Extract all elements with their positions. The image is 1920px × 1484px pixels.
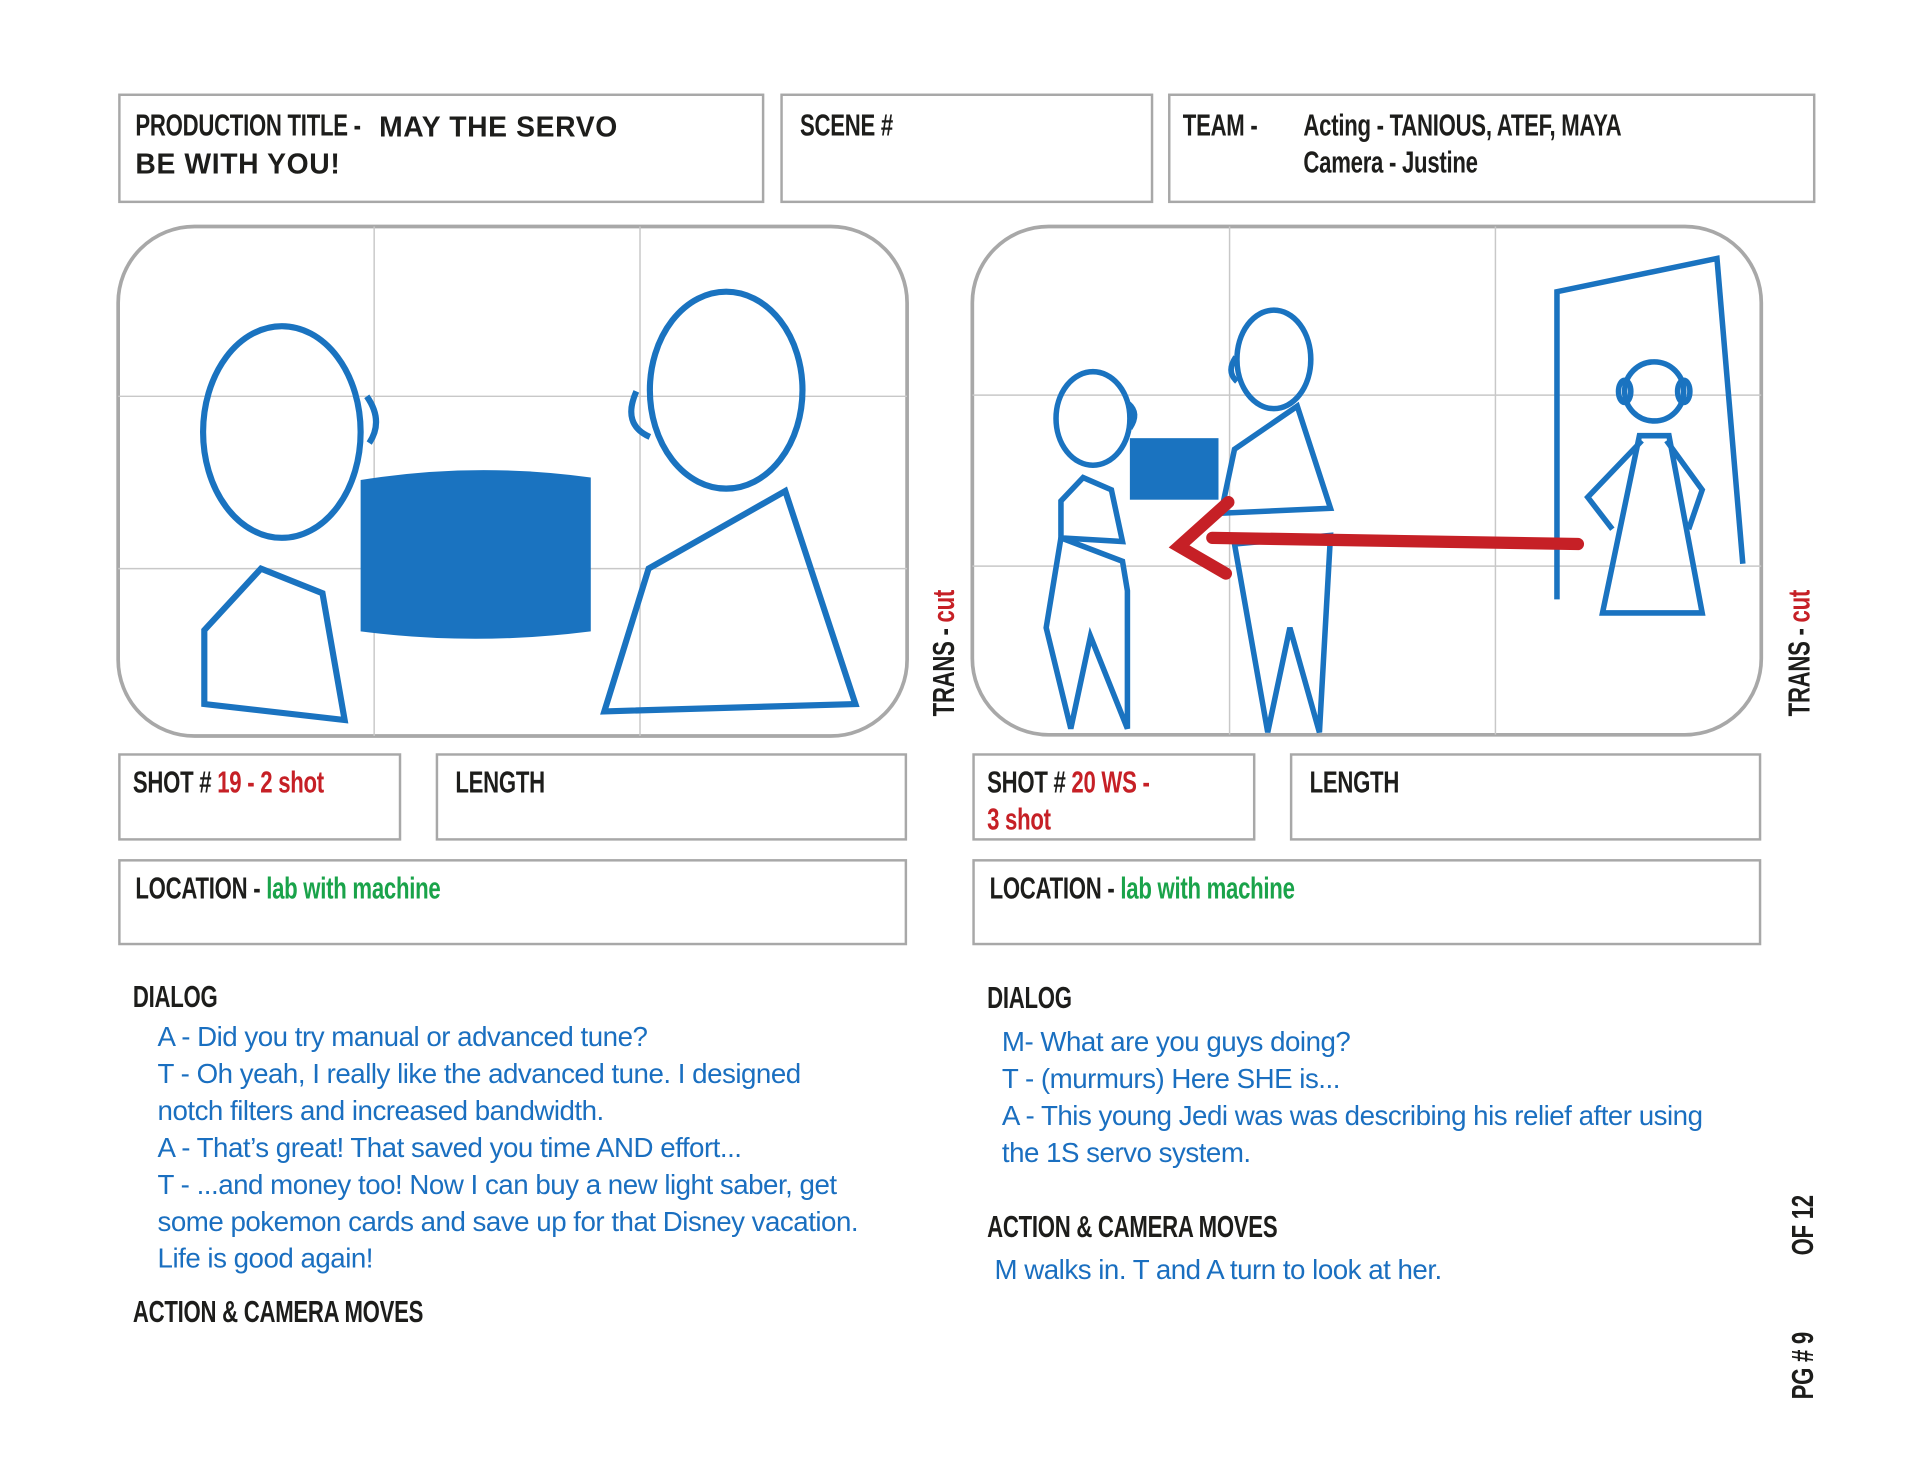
shot-box-1: SHOT # 19 - 2 shot <box>118 753 402 841</box>
figure-m-arm-right <box>1664 439 1706 531</box>
panel-2-frame <box>970 224 1764 737</box>
team-acting: Acting - TANIOUS, ATEF, MAYA <box>1303 108 1622 143</box>
figure-left-body <box>201 564 349 724</box>
page-total: OF 12 <box>1785 1195 1821 1256</box>
dialog-2: M- What are you guys doing? T - (murmurs… <box>1002 1024 1703 1172</box>
transition-label-1: TRANS - cut <box>926 590 962 717</box>
location-box-1: LOCATION - lab with machine <box>118 859 908 946</box>
action-heading-2: ACTION & CAMERA MOVES <box>987 1209 1278 1245</box>
figure-a-torso <box>1058 474 1126 545</box>
figure-m-dress <box>1599 432 1706 616</box>
figure-a-head <box>1053 368 1133 469</box>
scene-label: SCENE # <box>800 108 893 143</box>
production-title-box: PRODUCTION TITLE - MAY THE SERVO BE WITH… <box>118 93 765 204</box>
dialog-line: the 1S servo system. <box>1001 1137 1251 1169</box>
length-box-1: LENGTH <box>435 753 908 841</box>
action-heading-1: ACTION & CAMERA MOVES <box>132 1294 424 1330</box>
dialog-line: A - This young Jedi was was describing h… <box>1001 1100 1703 1132</box>
dialog-line: M- What are you guys doing? <box>1001 1026 1351 1058</box>
transition-label-2: TRANS - cut <box>1782 590 1817 717</box>
action-text-2: M walks in. T and A turn to look at her. <box>994 1254 1442 1285</box>
figure-m-bun-left <box>1615 377 1634 406</box>
figure-a-ear <box>1126 401 1138 430</box>
machine-box-small <box>1129 438 1219 500</box>
machine-box <box>360 470 591 639</box>
dialog-heading-1: DIALOG <box>132 979 218 1015</box>
dialog-line: some pokemon cards and save up for that … <box>157 1206 859 1237</box>
dialog-1: A - Did you try manual or advanced tune?… <box>158 1019 859 1277</box>
figure-right-body <box>600 486 860 715</box>
dialog-line: Life is good again! <box>157 1243 374 1274</box>
scene-box: SCENE # <box>780 93 1154 204</box>
dialog-line: T - (murmurs) Here SHE is... <box>1001 1063 1341 1095</box>
door <box>1554 255 1746 600</box>
figure-a-legs <box>1043 535 1131 730</box>
production-title-line1: MAY THE SERVO <box>379 110 618 143</box>
team-camera: Camera - Justine <box>1303 145 1478 180</box>
dialog-line: notch filters and increased bandwidth. <box>157 1095 605 1127</box>
location-box-2: LOCATION - lab with machine <box>972 859 1762 946</box>
figure-m-bun-right <box>1674 377 1693 406</box>
movement-arrow <box>1168 496 1585 580</box>
figure-m-arm-left <box>1584 438 1644 531</box>
panel-1-frame <box>116 224 909 738</box>
figure-m-head <box>1621 359 1687 424</box>
production-title-line2: BE WITH YOU! <box>135 147 341 180</box>
team-box: TEAM - Acting - TANIOUS, ATEF, MAYA Came… <box>1168 93 1816 204</box>
production-title-label: PRODUCTION TITLE - <box>135 108 361 143</box>
figure-t-ear <box>1228 355 1239 384</box>
figure-right-ear <box>628 390 652 440</box>
team-label: TEAM - <box>1182 108 1258 143</box>
dialog-line: A - That’s great! That saved you time AN… <box>157 1132 742 1164</box>
dialog-line: A - Did you try manual or advanced tune? <box>157 1021 648 1053</box>
page-number: PG # 9 <box>1785 1332 1821 1400</box>
figure-right-head <box>646 288 806 492</box>
shot-box-2: SHOT # 20 WS - 3 shot <box>972 753 1256 841</box>
panel-1-figures <box>200 288 860 724</box>
figure-left-head <box>200 323 364 541</box>
dialog-line: T - ...and money too! Now I can buy a ne… <box>157 1169 838 1201</box>
figure-left-ear <box>364 394 380 445</box>
length-box-2: LENGTH <box>1289 753 1762 841</box>
dialog-line: T - Oh yeah, I really like the advanced … <box>157 1058 802 1090</box>
dialog-heading-2: DIALOG <box>987 980 1072 1016</box>
